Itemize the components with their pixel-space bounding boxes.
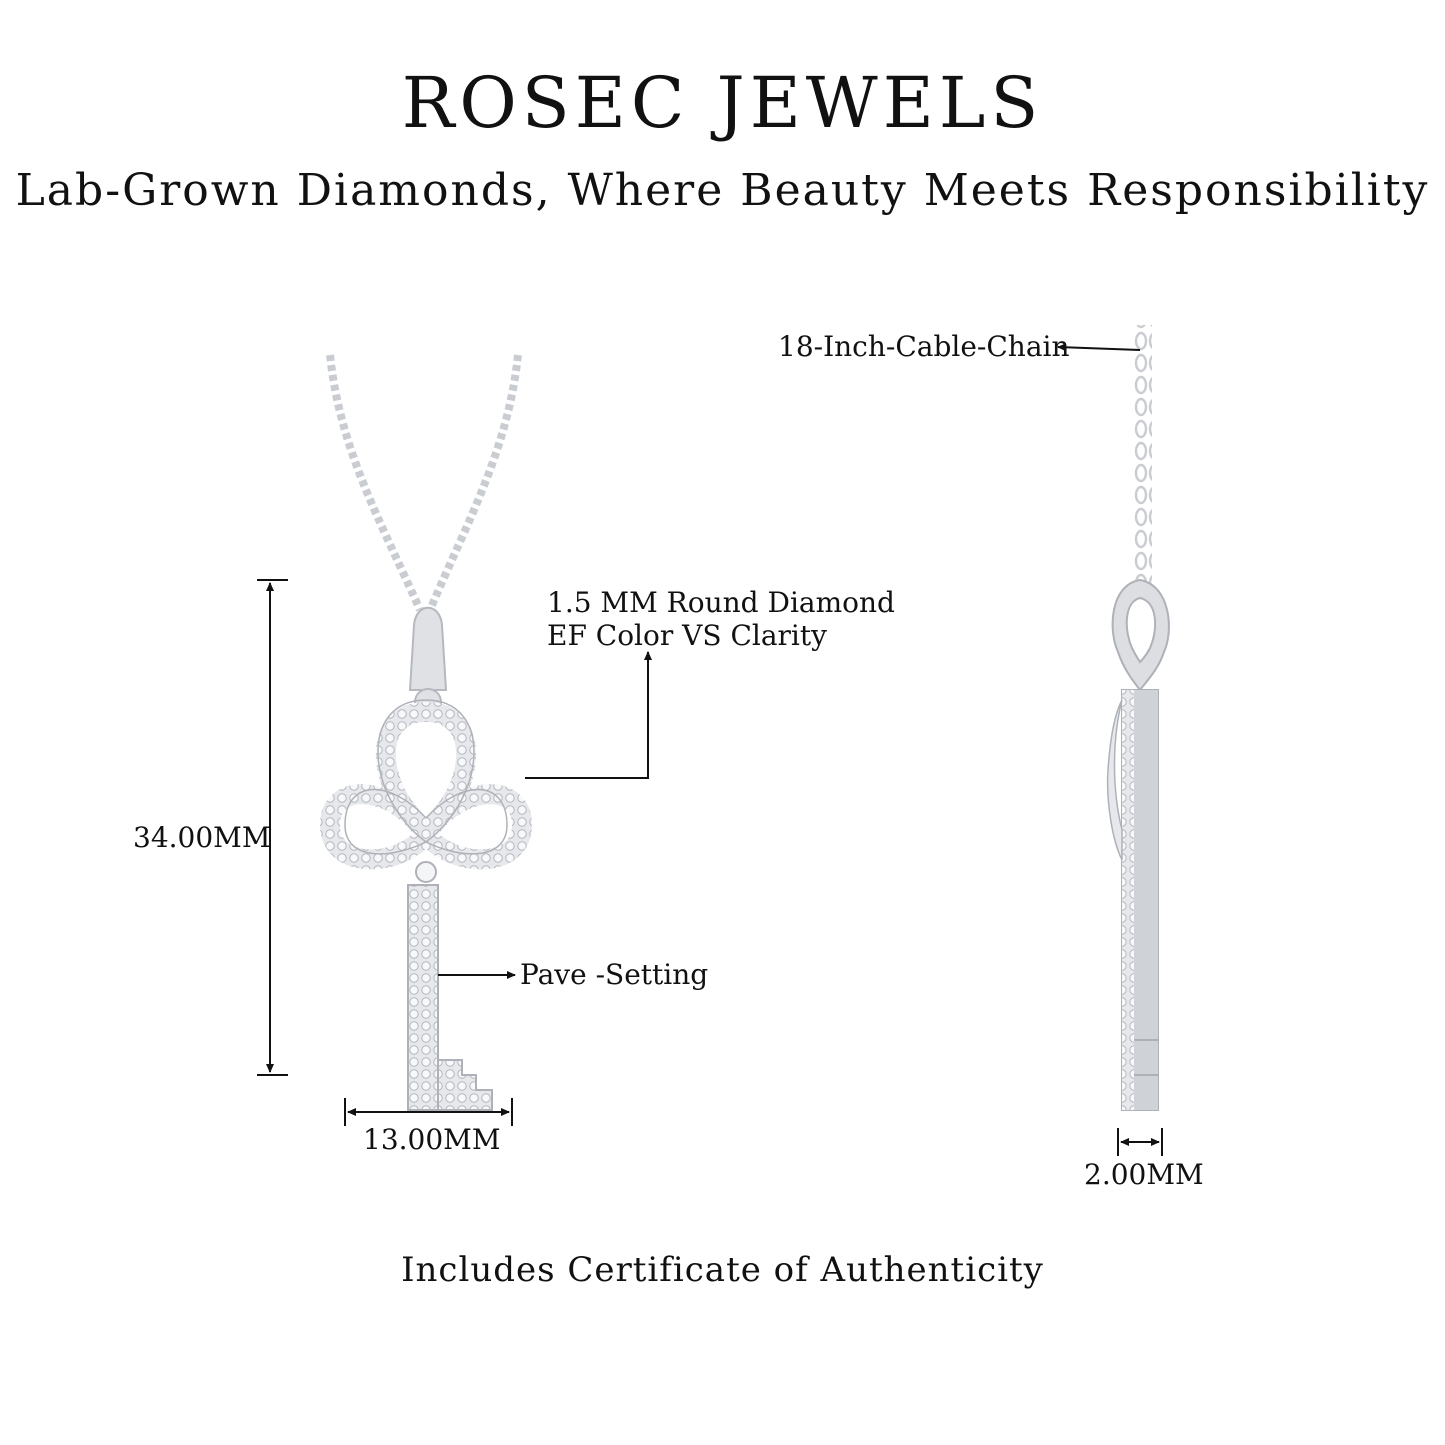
thickness-label: 2.00MM: [1084, 1158, 1204, 1191]
chain-callout: [1057, 343, 1141, 352]
width-label: 13.00MM: [363, 1123, 501, 1156]
stone-callout: [525, 651, 652, 779]
thickness-dimension: [1117, 1128, 1163, 1156]
stone-label-line1: 1.5 MM Round Diamond: [547, 586, 895, 619]
certificate-note: Includes Certificate of Authenticity: [401, 1250, 1044, 1290]
brand-title: ROSEC JEWELS: [401, 62, 1044, 144]
front-bail: [408, 606, 448, 716]
side-bail: [1111, 578, 1170, 692]
key-head-outline: [344, 699, 508, 855]
side-profile: [1106, 689, 1159, 1111]
stone-label-line2: EF Color VS Clarity: [547, 619, 827, 652]
brand-tagline: Lab-Grown Diamonds, Where Beauty Meets R…: [15, 165, 1430, 216]
center-diamond: [415, 861, 437, 883]
chain-label: 18-Inch-Cable-Chain: [778, 330, 1070, 363]
key-shaft: [407, 884, 493, 1111]
front-chain: [326, 354, 522, 612]
height-label: 34.00MM: [133, 821, 271, 854]
key-head: [320, 702, 532, 870]
height-dimension: [257, 579, 288, 1076]
width-dimension: [344, 1098, 513, 1126]
side-chain: [1134, 325, 1152, 587]
setting-label: Pave -Setting: [520, 958, 709, 991]
